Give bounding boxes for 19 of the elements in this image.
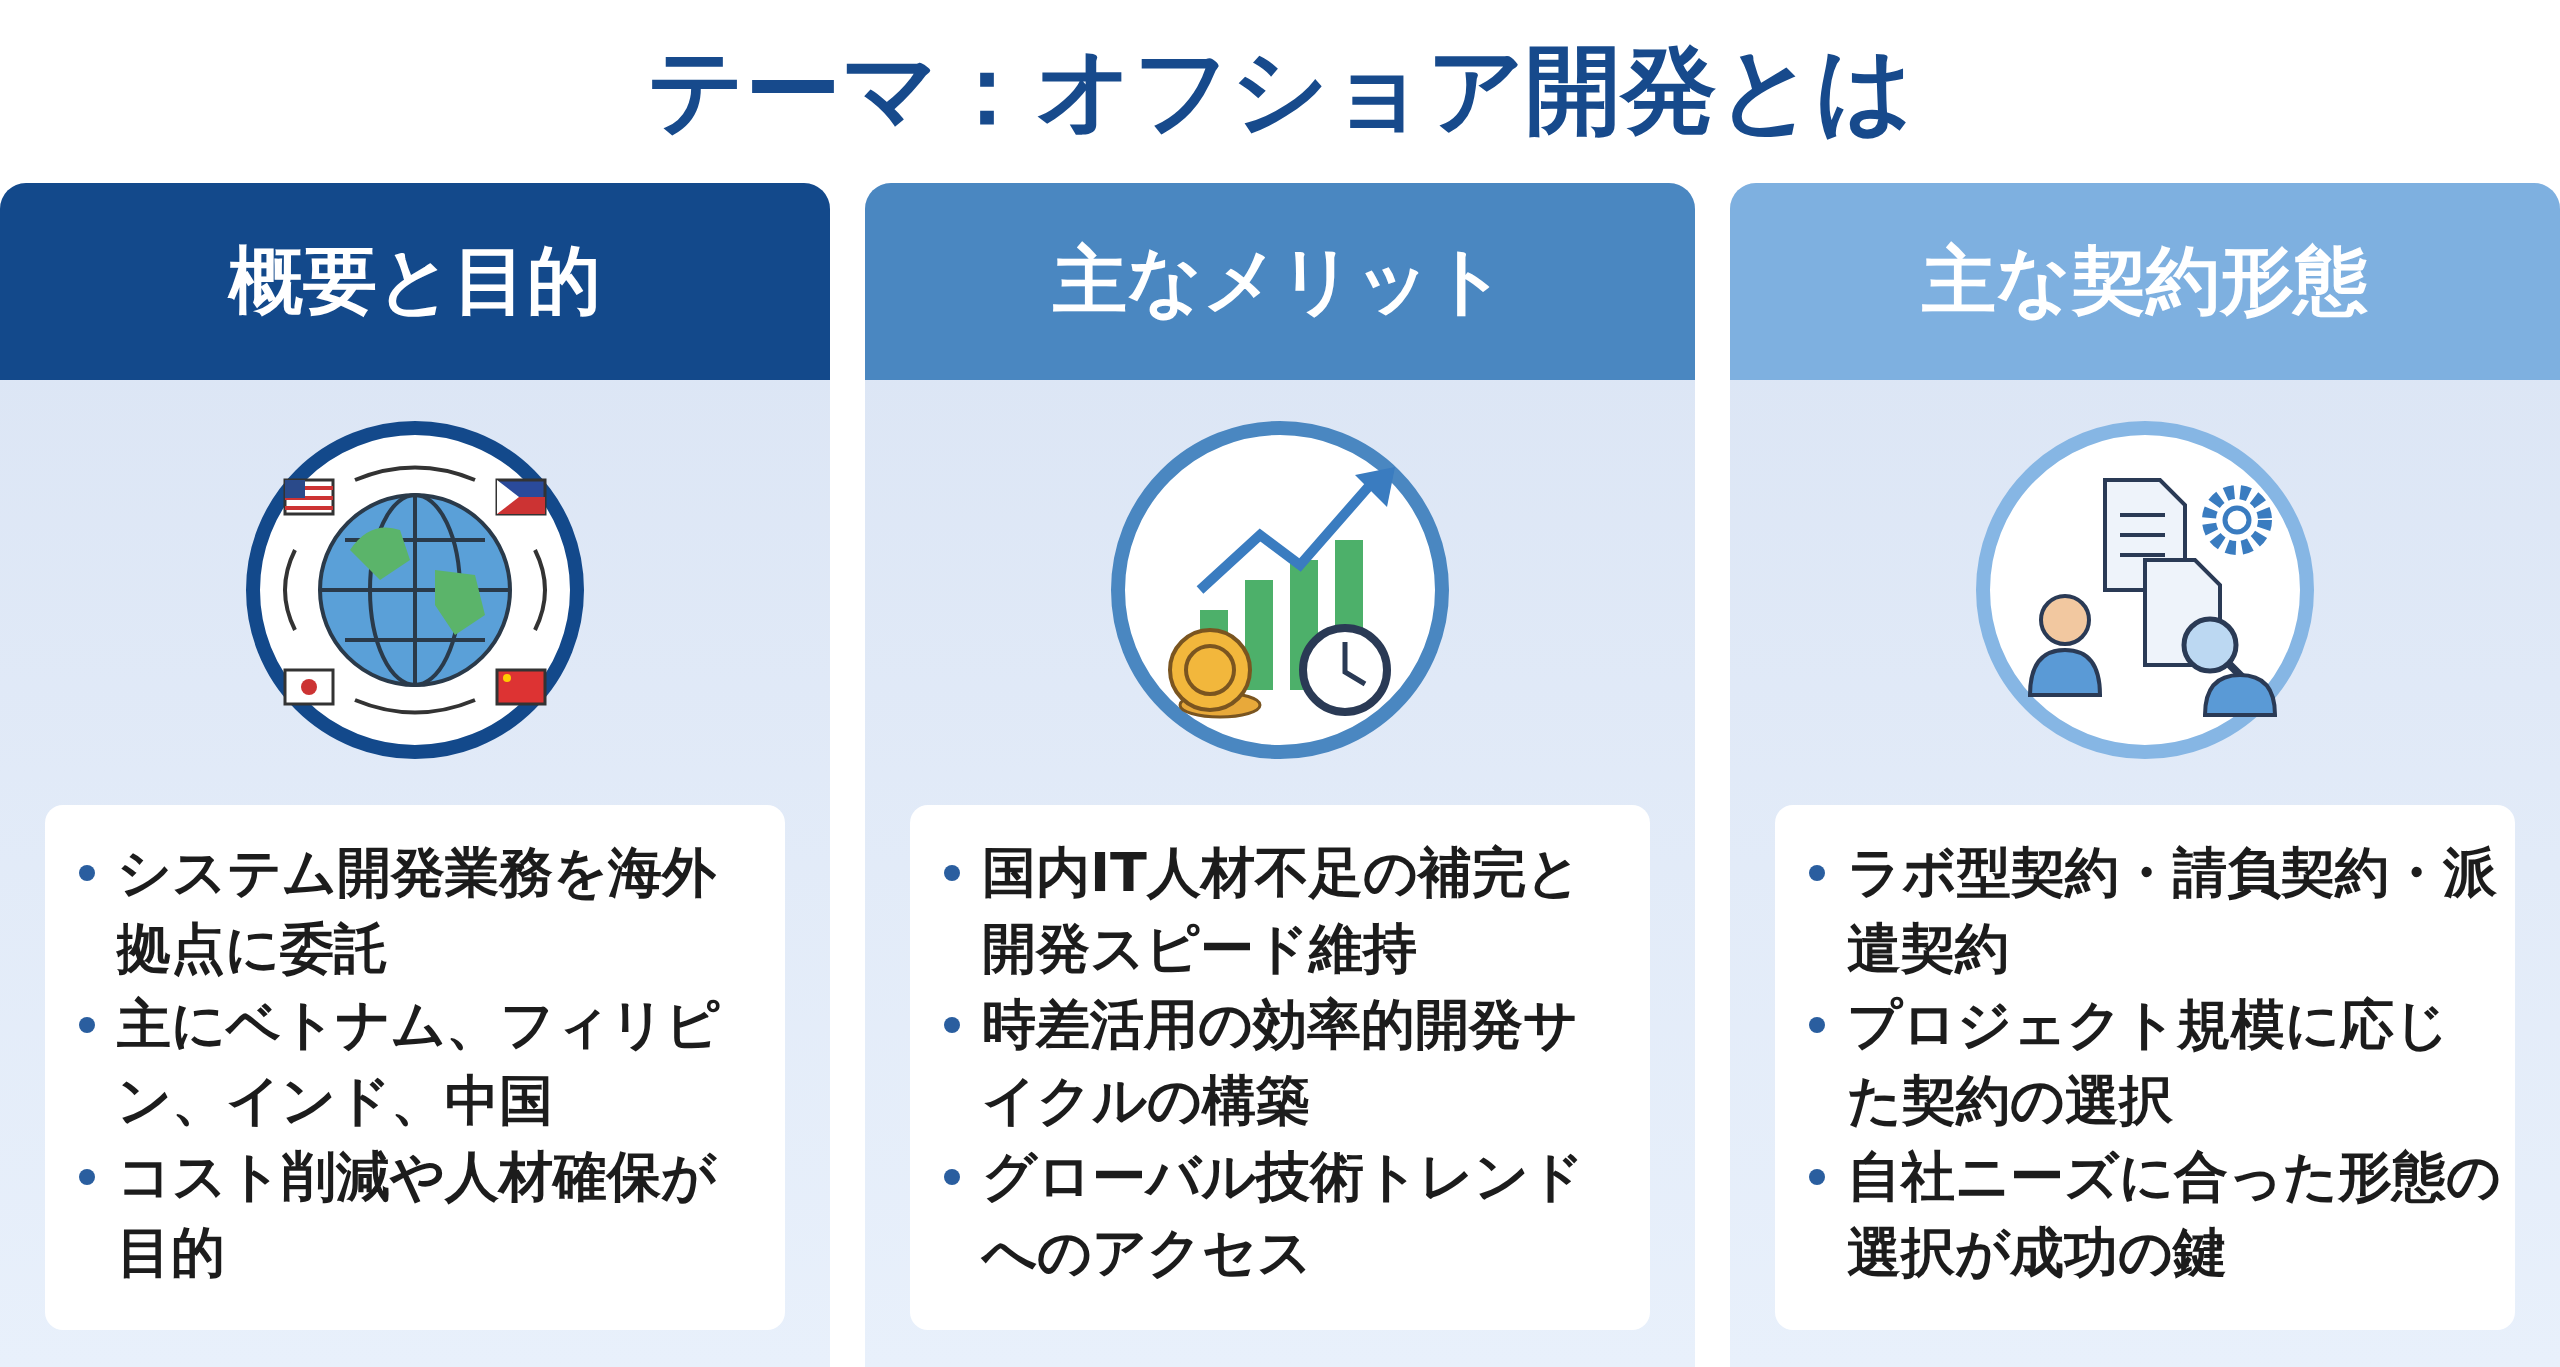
column-panel: [1730, 183, 2560, 1367]
bullet-text: コスト削減や人材確保が目的: [75, 1139, 740, 1291]
bullet-text: ラボ型契約・請負契約・派遣契約: [1805, 835, 2501, 987]
bullet-text: グローバル技術トレンドへのアクセス: [940, 1139, 1605, 1291]
title: テーマ：オフショア開発とは: [646, 33, 1914, 148]
column-header: 概要と目的: [0, 183, 830, 380]
text-card: [45, 805, 785, 1330]
bullet-text: 自社ニーズに合った形態の選択が成功の鍵: [1805, 1139, 2501, 1291]
column-header: 主な契約形態: [1730, 183, 2560, 380]
bullet-text: システム開発業務を海外拠点に委託: [75, 835, 740, 987]
bullet-text: 国内IT人材不足の補完と開発スピード維持: [940, 835, 1605, 987]
column-panel: [865, 183, 1695, 1367]
text-card: [1775, 805, 2515, 1330]
column-header: 主なメリット: [865, 183, 1695, 380]
bullet-text: 主にベトナム、フィリピン、インド、中国: [75, 987, 740, 1139]
bullet-text: 時差活用の効率的開発サイクルの構築: [940, 987, 1605, 1139]
text-card: [910, 805, 1650, 1330]
bullet-text: プロジェクト規模に応じた契約の選択: [1805, 987, 2501, 1139]
column-panel: [0, 183, 830, 1367]
